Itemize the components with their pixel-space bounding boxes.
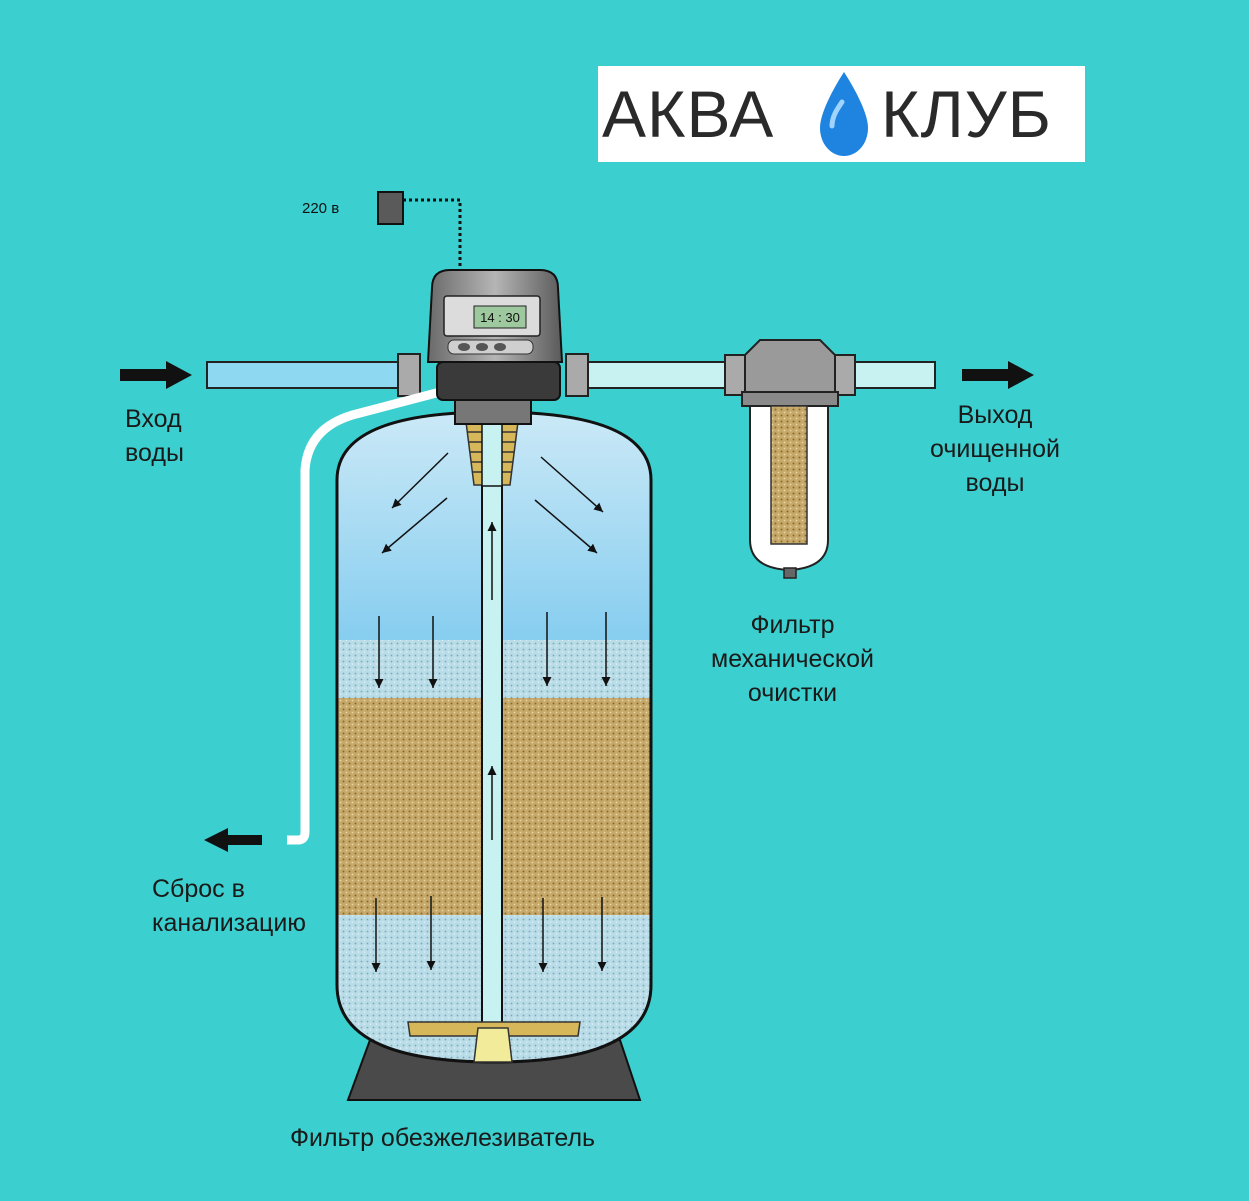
logo: АКВА КЛУБ [598,66,1085,162]
water-in-line-2: воды [125,439,184,467]
power-cable [403,198,462,272]
mech-filter-line-2: механической [711,645,874,673]
power-label: 220 в [302,200,339,217]
water-in-line-1: Вход [125,405,182,433]
timer-display: 14 : 30 [480,310,520,325]
water-in-label: Вход воды [125,402,184,470]
water-out-label: Выход очищенной воды [915,398,1075,500]
water-drop-icon [820,72,868,156]
bottom-distributor-hub [473,1027,513,1063]
logo-text-right: КЛУБ [881,77,1052,151]
water-out-line-2: очищенной [929,435,1061,463]
drain-arrow [204,828,262,852]
power-supply-box [377,191,404,225]
control-valve [426,269,564,425]
outlet-arrow [962,361,1034,389]
inlet-arrow [120,361,192,389]
drain-label: Сброс в канализацию [152,872,306,940]
inlet-pipe [206,361,406,389]
flow-arrows [371,452,611,972]
inlet-fitting [397,353,421,397]
logo-text-left: АКВА [602,77,775,151]
outlet-fitting [565,353,589,397]
riser-tube [481,421,503,1033]
drain-hose [287,387,442,845]
mechanical-filter-label: Фильтр механической очистки [690,608,895,710]
drain-line-1: Сброс в [152,875,245,903]
water-out-line-3: воды [965,469,1025,497]
mech-filter-line-1: Фильтр [750,611,835,639]
mechanical-filter [724,339,856,579]
drain-line-2: канализацию [152,909,307,937]
tank-shell [335,410,653,1064]
water-out-line-1: Выход [957,401,1033,429]
iron-filter-label: Фильтр обезжелезиватель [290,1124,596,1152]
mech-filter-line-3: очистки [747,679,838,707]
